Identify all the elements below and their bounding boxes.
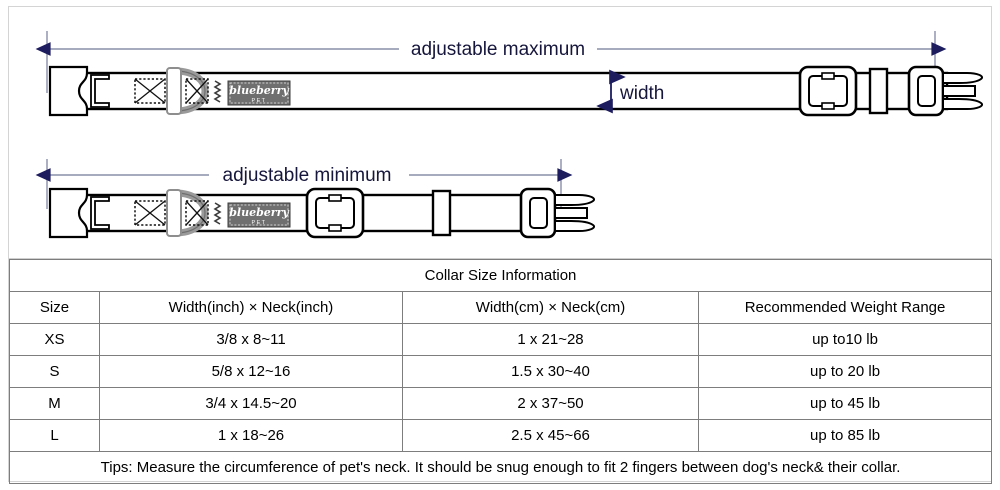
bottom-keeper-loop [431, 189, 452, 237]
table-row: S 5/8 x 12~16 1.5 x 30~40 up to 20 lb [9, 355, 993, 388]
cell-size: S [9, 355, 100, 388]
bottom-buckle-inner-bar [90, 196, 110, 230]
cell-size: M [9, 387, 100, 420]
cell-cm: 1.5 x 30~40 [402, 355, 699, 388]
collar-diagram-svg: adjustable maximum [35, 31, 983, 239]
header-weight: Recommended Weight Range [697, 291, 993, 324]
header-cm: Width(cm) × Neck(cm) [402, 291, 699, 324]
table-title-row: Collar Size Information [8, 259, 993, 292]
table-header-row: Size Width(inch) × Neck(inch) Width(cm) … [9, 291, 993, 324]
bottom-stitch-box-right [185, 200, 209, 226]
top-stitch-box-right [185, 78, 209, 104]
header-inch: Width(inch) × Neck(inch) [99, 291, 403, 324]
cell-inch: 1 x 18~26 [99, 419, 403, 452]
cell-weight: up to 20 lb [697, 355, 993, 388]
bottom-slider-adjuster [305, 187, 365, 239]
top-brand-name: blueberry [229, 84, 290, 97]
cell-size: XS [9, 323, 100, 356]
top-brand-tag: blueberry PET [227, 80, 291, 106]
cell-size: L [9, 419, 100, 452]
table-row: L 1 x 18~26 2.5 x 45~66 up to 85 lb [9, 419, 993, 452]
size-table-section: Collar Size Information Size Width(inch)… [8, 259, 993, 484]
table-title: Collar Size Information [8, 259, 993, 292]
top-stitch-box-left [134, 78, 166, 104]
cell-inch: 5/8 x 12~16 [99, 355, 403, 388]
bottom-brand-name: blueberry [229, 206, 290, 219]
bottom-dimension-label: adjustable minimum [223, 165, 392, 186]
bottom-male-buckle [519, 187, 595, 239]
bottom-zigzag-stitch [213, 202, 222, 225]
cell-inch: 3/4 x 14.5~20 [99, 387, 403, 420]
cell-cm: 2 x 37~50 [402, 387, 699, 420]
top-male-buckle [907, 65, 983, 117]
cell-weight: up to 85 lb [697, 419, 993, 452]
top-keeper-loop [868, 67, 889, 115]
bottom-female-buckle [48, 187, 89, 239]
width-label: width [619, 83, 664, 104]
collar-diagram-section: adjustable maximum [9, 7, 991, 259]
top-d-ring-highlight [174, 70, 206, 112]
bottom-stitch-box-left [134, 200, 166, 226]
chart-frame: adjustable maximum [8, 6, 993, 484]
top-slider-adjuster [798, 65, 858, 117]
top-buckle-inner-bar [90, 74, 110, 108]
collar-size-table: Collar Size Information Size Width(inch)… [8, 259, 993, 484]
top-female-buckle [48, 65, 89, 117]
cell-cm: 2.5 x 45~66 [402, 419, 699, 452]
header-size: Size [9, 291, 100, 324]
top-brand-sub: PET [252, 98, 267, 104]
bottom-brand-tag: blueberry PET [227, 202, 291, 228]
table-row: M 3/4 x 14.5~20 2 x 37~50 up to 45 lb [9, 387, 993, 420]
top-d-ring-keeper [166, 67, 182, 115]
top-dimension-label: adjustable maximum [411, 39, 585, 60]
bottom-d-ring-highlight [174, 192, 206, 234]
tips-text: Tips: Measure the circumference of pet's… [8, 451, 993, 484]
table-tips-row: Tips: Measure the circumference of pet's… [8, 451, 993, 484]
cell-weight: up to 45 lb [697, 387, 993, 420]
cell-cm: 1 x 21~28 [402, 323, 699, 356]
cell-weight: up to10 lb [697, 323, 993, 356]
cell-inch: 3/8 x 8~11 [99, 323, 403, 356]
top-zigzag-stitch [213, 80, 222, 103]
bottom-brand-sub: PET [252, 220, 267, 226]
table-row: XS 3/8 x 8~11 1 x 21~28 up to10 lb [9, 323, 993, 356]
bottom-d-ring-keeper [166, 189, 182, 237]
